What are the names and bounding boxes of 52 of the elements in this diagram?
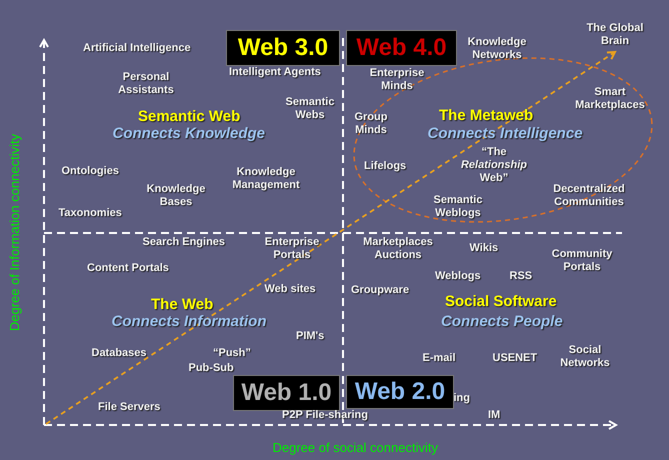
quadrant-title: The Web — [151, 296, 214, 313]
item-label: Groupware — [351, 284, 410, 297]
quadrant-subtitle: Connects Intelligence — [428, 125, 583, 142]
item-label: Social Networks — [559, 344, 611, 370]
item-label: Pub-Sub — [188, 362, 234, 375]
item-label: Personal Assistants — [117, 71, 175, 97]
era-label-box: Web 1.0 — [233, 375, 340, 411]
item-label: ing — [454, 392, 470, 405]
item-label: “The Relationship Web” — [460, 146, 528, 185]
era-label-box: Web 4.0 — [346, 30, 457, 66]
item-label: Web sites — [264, 283, 316, 296]
item-label: Semantic Webs — [284, 96, 336, 122]
item-label: Search Engines — [142, 236, 226, 249]
era-label-box: Web 3.0 — [226, 30, 340, 66]
item-label: Lifelogs — [364, 160, 406, 173]
item-label: Marketplaces Auctions — [362, 236, 434, 262]
item-label: “Push” — [213, 347, 251, 360]
item-label: Artificial Intelligence — [83, 42, 191, 55]
item-label: Taxonomies — [58, 207, 122, 220]
axis-label: Degree of Information connectivity — [8, 133, 21, 331]
item-label: Semantic Weblogs — [432, 194, 484, 220]
quadrant-title: Social Software — [445, 293, 557, 310]
item-label: Intelligent Agents — [229, 66, 321, 79]
item-label: P2P File-sharing — [282, 409, 368, 422]
item-label: Smart Marketplaces — [574, 86, 646, 112]
item-label: Knowledge Bases — [146, 183, 206, 209]
item-label: Knowledge Management — [231, 166, 301, 192]
item-label: Knowledge Networks — [466, 36, 528, 62]
axis-label: Degree of social connectivity — [272, 441, 438, 454]
quadrant-title: The Metaweb — [439, 107, 534, 124]
item-label: Community Portals — [550, 248, 614, 274]
quadrant-title: Semantic Web — [138, 108, 240, 125]
endpoint-label: The Global Brain — [584, 22, 646, 50]
item-label: Group Minds — [354, 111, 388, 137]
item-label: PIM's — [296, 330, 324, 343]
item-label: Databases — [92, 347, 147, 360]
quadrant-subtitle: Connects Knowledge — [112, 125, 266, 142]
item-label: Enterprise Portals — [264, 236, 320, 262]
item-label: USENET — [492, 352, 538, 365]
era-label-box: Web 2.0 — [346, 375, 454, 409]
item-label: Ontologies — [62, 165, 119, 178]
arrow — [46, 51, 616, 425]
item-label: Wikis — [470, 242, 498, 255]
item-label: Enterprise Minds — [368, 67, 426, 93]
quadrant-subtitle: Connects People — [441, 313, 563, 330]
item-label: Content Portals — [87, 262, 169, 275]
item-label: Weblogs — [435, 270, 481, 283]
item-label: E-mail — [422, 352, 456, 365]
item-label: File Servers — [98, 401, 160, 414]
item-label: Decentralized Communities — [552, 183, 626, 209]
item-label: RSS — [510, 270, 532, 283]
item-label: IM — [488, 409, 500, 422]
